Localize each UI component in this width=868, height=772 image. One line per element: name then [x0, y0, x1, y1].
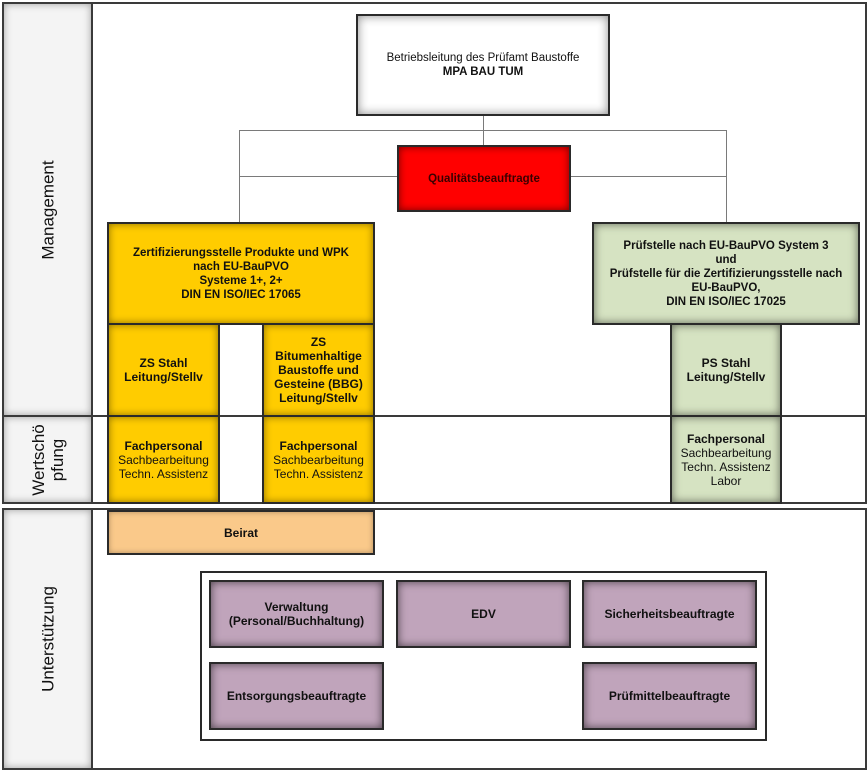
node-ps-stahl[interactable]: PS Stahl Leitung/Stellv — [670, 323, 782, 417]
zs-bbg-line: Baustoffe und — [278, 363, 359, 377]
node-zs-stahl[interactable]: ZS Stahl Leitung/Stellv — [107, 323, 220, 417]
lane-label-wertschoepfung: Wertschö pfung — [2, 415, 93, 504]
testing-line: Prüfstelle für die Zertifizierungsstelle… — [609, 267, 843, 280]
lane-title-unterstuetzung: Unterstützung — [38, 586, 57, 692]
administration-subtitle: (Personal/Buchhaltung) — [228, 614, 365, 628]
connector-to-certification — [239, 130, 240, 224]
node-staff-ps-stahl[interactable]: Fachpersonal Sachbearbeitung Techn. Assi… — [670, 415, 782, 504]
it-label: EDV — [471, 607, 496, 621]
staff-line: Techn. Assistenz — [118, 466, 209, 481]
staff-line: Sachbearbeitung — [273, 452, 364, 467]
testing-line: und — [715, 253, 737, 266]
staff-title: Fachpersonal — [279, 438, 358, 453]
zs-bbg-line: Gesteine (BBG) — [274, 377, 363, 391]
staff-line: Techn. Assistenz — [273, 466, 364, 481]
node-advisory-board[interactable]: Beirat — [107, 510, 375, 555]
lane-title-line: Wertschö — [28, 423, 48, 496]
certification-line: DIN EN ISO/IEC 17065 — [181, 288, 301, 301]
testing-line: DIN EN ISO/IEC 17025 — [666, 295, 786, 308]
node-staff-zs-stahl[interactable]: Fachpersonal Sachbearbeitung Techn. Assi… — [107, 415, 220, 504]
certification-line: Systeme 1+, 2+ — [199, 274, 283, 287]
staff-title: Fachpersonal — [124, 438, 203, 453]
zs-bbg-line: ZS — [310, 335, 327, 349]
lane-title-wertschoepfung: Wertschö pfung — [29, 424, 67, 496]
staff-line: Techn. Assistenz — [681, 459, 771, 474]
lane-label-unterstuetzung: Unterstützung — [2, 508, 93, 770]
node-safety-officer[interactable]: Sicherheitsbeauftragte — [582, 580, 757, 648]
administration-title: Verwaltung — [264, 600, 329, 614]
node-certification-body[interactable]: Zertifizierungsstelle Produkte und WPK n… — [107, 222, 375, 325]
staff-line: Sachbearbeitung — [118, 452, 209, 467]
testing-line: Prüfstelle nach EU-BauPVO System 3 — [623, 239, 829, 252]
lane-title-line: pfung — [47, 438, 67, 481]
node-staff-zs-bbg[interactable]: Fachpersonal Sachbearbeitung Techn. Assi… — [262, 415, 375, 504]
lane-label-management: Management — [2, 2, 93, 417]
node-waste-officer[interactable]: Entsorgungsbeauftragte — [209, 662, 384, 730]
leadership-title: Betriebsleitung des Prüfamt Baustoffe — [386, 52, 580, 64]
zs-stahl-title: ZS Stahl — [139, 356, 188, 370]
node-test-equipment-officer[interactable]: Prüfmittelbeauftragte — [582, 662, 757, 730]
node-it[interactable]: EDV — [396, 580, 571, 648]
connector-quality-right — [569, 176, 727, 177]
test-equipment-officer-label: Prüfmittelbeauftragte — [608, 689, 731, 703]
ps-stahl-title: PS Stahl — [701, 356, 751, 370]
zs-bbg-line: Bitumenhaltige — [275, 349, 362, 363]
staff-line: Labor — [710, 473, 742, 488]
connector-horizontal-top — [239, 130, 727, 131]
testing-line: EU-BauPVO, — [691, 281, 761, 294]
node-leadership[interactable]: Betriebsleitung des Prüfamt Baustoffe MP… — [356, 14, 610, 116]
connector-leadership-quality — [483, 115, 484, 147]
zs-stahl-role: Leitung/Stellv — [124, 370, 203, 384]
lane-title-management: Management — [38, 159, 57, 260]
ps-stahl-role: Leitung/Stellv — [686, 370, 766, 384]
quality-officer-label: Qualitätsbeauftragte — [428, 172, 540, 185]
leadership-subtitle: MPA BAU TUM — [442, 66, 524, 78]
advisory-board-label: Beirat — [223, 525, 258, 540]
node-zs-bbg[interactable]: ZS Bitumenhaltige Baustoffe und Gesteine… — [262, 323, 375, 417]
certification-line: nach EU-BauPVO — [193, 260, 289, 273]
certification-line: Zertifizierungsstelle Produkte und WPK — [133, 246, 349, 259]
zs-bbg-line: Leitung/Stellv — [279, 391, 358, 405]
node-quality-officer[interactable]: Qualitätsbeauftragte — [397, 145, 571, 212]
waste-officer-label: Entsorgungsbeauftragte — [226, 689, 367, 703]
staff-line: Sachbearbeitung — [680, 445, 772, 460]
staff-title: Fachpersonal — [686, 431, 766, 446]
safety-officer-label: Sicherheitsbeauftragte — [604, 607, 735, 621]
connector-quality-left — [239, 176, 399, 177]
connector-to-testing — [726, 130, 727, 224]
node-testing-body[interactable]: Prüfstelle nach EU-BauPVO System 3 und P… — [592, 222, 860, 325]
node-administration[interactable]: Verwaltung (Personal/Buchhaltung) — [209, 580, 384, 648]
